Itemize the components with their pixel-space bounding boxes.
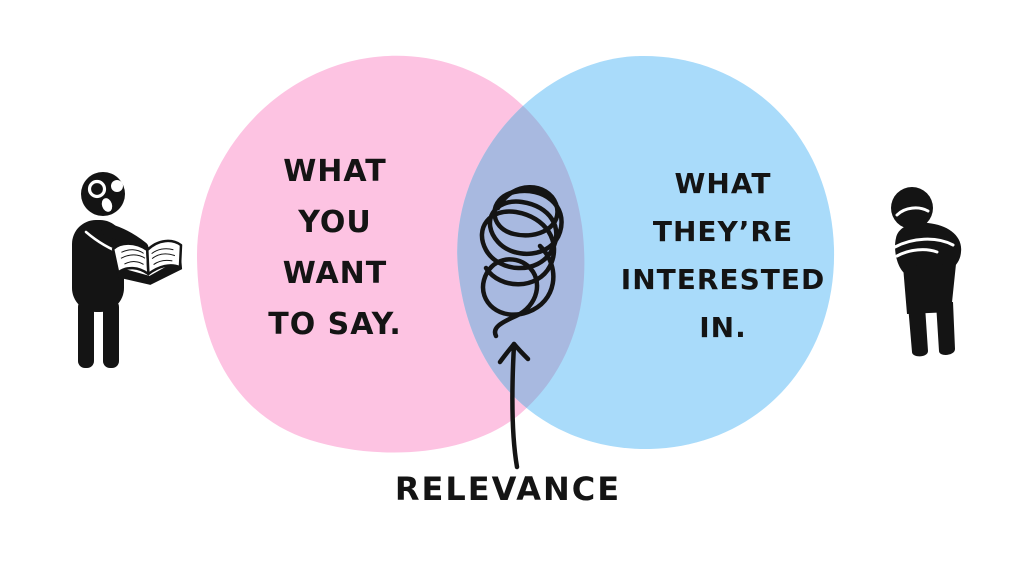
scribble-icon [479,185,564,339]
frown-icon [895,206,930,217]
arrow-icon [497,341,531,470]
listener-figure-icon [891,187,962,357]
glasses-icon [87,179,107,199]
left-circle-label: WHAT YOU WANT TO SAY. [268,154,402,342]
open-book-icon [111,239,183,285]
speaker-figure-icon [72,172,183,368]
overlap-region-shape [457,55,585,450]
open-mouth-icon [101,198,113,212]
right-circle-label: WHAT THEY’RE INTERESTED IN. [620,167,826,344]
relevance-label: RELEVANCE [394,470,622,508]
crossed-arms-lines [893,237,955,258]
